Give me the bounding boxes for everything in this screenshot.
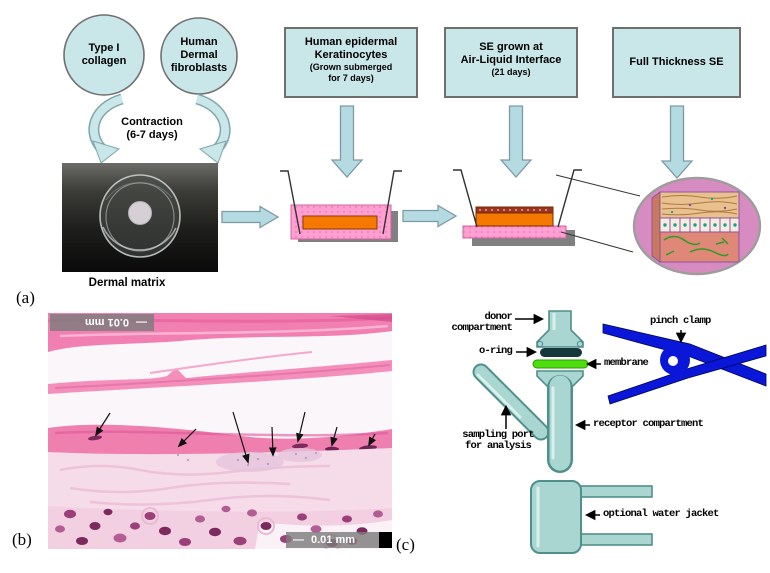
air-liquid-box (444, 27, 578, 98)
down-arrow-2 (499, 105, 533, 178)
photo-caption: Dermal matrix (88, 277, 166, 289)
panel-b-letter: (b) (12, 530, 32, 549)
o-ring-shape (540, 348, 582, 357)
contraction-arrow-left (88, 93, 124, 164)
air-liquid-box-label: SE grown at Air-Liquid Interface (21 day… (460, 41, 562, 77)
skin-equivalent-oval (632, 176, 762, 276)
membrane-label: membrane (604, 357, 649, 369)
receptor-compartment-label: receptor compartment (593, 418, 704, 430)
submerged-insert (280, 170, 402, 242)
diffusion-cell-diagram (472, 310, 767, 554)
down-arrow-3 (660, 105, 694, 179)
panel-c-letter: (c) (396, 535, 415, 554)
donor-compartment-shape (536, 310, 584, 348)
flowchart-panel (62, 14, 762, 276)
keratinocytes-box (284, 27, 418, 98)
membrane-shape (532, 359, 589, 369)
scale-bar-top: — 0.01 mm (50, 314, 154, 331)
pinch-clamp-label: pinch clamp (650, 315, 711, 327)
label-arrows (500, 313, 687, 521)
dermal-matrix-photo (62, 163, 218, 272)
scale-bar-bottom: — 0.01 mm (286, 532, 392, 548)
right-arrow-2 (402, 204, 458, 228)
down-arrow-1 (330, 105, 364, 178)
collagen-node (63, 14, 145, 96)
full-thickness-box (612, 27, 741, 98)
zoom-line-top (555, 174, 641, 197)
keratinocytes-box-label: Human epidermal Keratinocytes (Grown sub… (304, 36, 398, 83)
air-liquid-insert (453, 169, 582, 246)
panel-a-letter: (a) (16, 288, 35, 307)
zoom-line-bottom (560, 231, 634, 253)
contraction-label: Contraction(6-7 days) (121, 116, 183, 141)
water-jacket-shape (530, 480, 653, 554)
scale-bar-end-block (379, 532, 392, 548)
full-thickness-box-label: Full Thickness SE (629, 56, 724, 68)
right-arrow-1 (221, 205, 280, 229)
water-jacket-label: optional water jacket (603, 508, 719, 520)
histology-image (48, 313, 392, 549)
o-ring-label: o-ring (478, 345, 513, 357)
contraction-arrow-right (195, 93, 231, 164)
pinch-clamp-shape (602, 323, 767, 405)
annotation-arrows (94, 411, 377, 464)
